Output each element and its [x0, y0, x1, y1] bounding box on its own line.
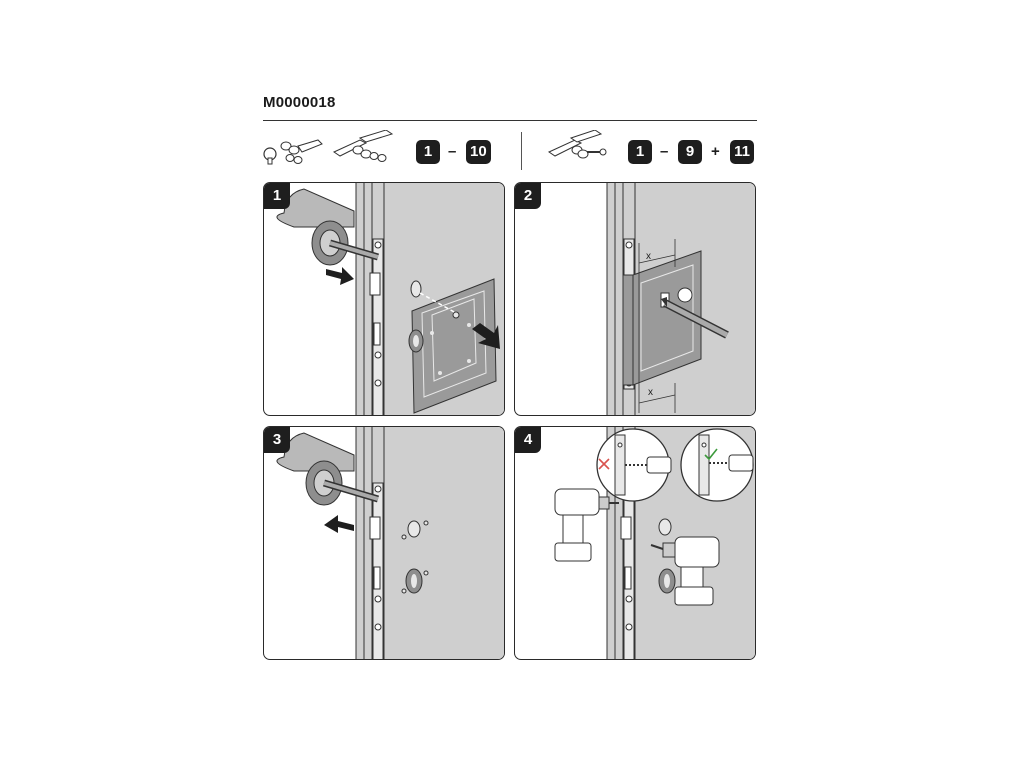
kit1-range-sep: – [448, 143, 457, 160]
kit2-plus: + [711, 143, 720, 160]
kit2-range-sep: – [660, 143, 669, 160]
step-2-panel: 2 x x [514, 182, 756, 416]
step-2-number: 2 [515, 183, 541, 209]
kit2-range-start: 1 [628, 140, 652, 164]
edge-drill [554, 488, 619, 562]
kit2-extra: 11 [730, 140, 754, 164]
lever-handle-screws-kit-icon [547, 130, 607, 159]
step-3-number: 3 [264, 427, 290, 453]
lever-handle-kit-icon [332, 130, 394, 162]
dimension-x-bottom: x [648, 387, 653, 398]
step-4-illustration [554, 427, 755, 659]
header-rule [263, 120, 757, 121]
step-1-number: 1 [264, 183, 290, 209]
step-3-illustration [276, 427, 504, 659]
step-3-panel: 3 [263, 426, 505, 660]
step-1-panel: 1 [263, 182, 505, 416]
dimension-x-top: x [646, 251, 651, 262]
rosette-knob-kit-icon [263, 139, 323, 165]
step-4-number: 4 [515, 427, 541, 453]
step-2-illustration [606, 183, 755, 415]
kit1-range-end: 10 [466, 140, 491, 164]
step-1-illustration [276, 183, 504, 415]
kit2-range-end: 9 [678, 140, 702, 164]
kit1-range-start: 1 [416, 140, 440, 164]
step-4-panel: 4 [514, 426, 756, 660]
document-code: M0000018 [263, 94, 336, 111]
kit-separator [521, 132, 522, 170]
